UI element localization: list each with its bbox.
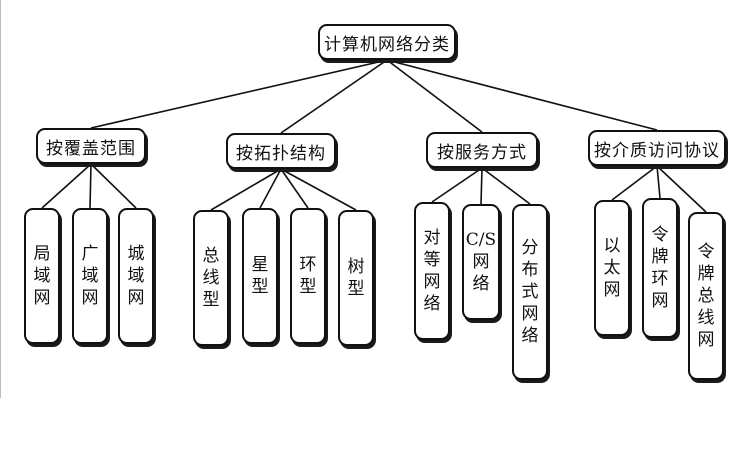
category-node-service: 按服务方式 [426, 132, 538, 168]
left-border-line [0, 0, 1, 398]
root-to-category-line [386, 59, 658, 131]
leaf-label: 树型 [347, 257, 365, 299]
leaf-node-ring: 环型 [290, 208, 326, 344]
leaf-node-lan: 局域网 [24, 208, 60, 344]
leaf-label: 环型 [299, 255, 317, 297]
category-label: 按服务方式 [437, 142, 527, 163]
root-label: 计算机网络分类 [324, 34, 450, 55]
category-to-leaf-line [656, 165, 707, 213]
leaf-label: 星型 [251, 255, 269, 297]
leaf-node-distributed: 分布式网络 [512, 204, 548, 380]
leaf-node-token-ring: 令牌环网 [642, 198, 678, 338]
leaf-node-star: 星型 [242, 208, 278, 344]
leaf-node-token-bus: 令牌总线网 [688, 212, 724, 380]
category-to-leaf-line [481, 167, 531, 205]
leaf-label: 广域网 [81, 244, 99, 308]
leaf-node-wan: 广域网 [72, 208, 108, 344]
category-to-leaf-line [480, 167, 483, 205]
category-to-leaf-line [431, 167, 483, 203]
category-to-leaf-line [210, 168, 282, 211]
category-to-leaf-line [259, 168, 282, 209]
leaf-node-man: 城域网 [118, 208, 154, 344]
root-to-category-line [280, 59, 388, 134]
category-label: 按覆盖范围 [46, 138, 136, 159]
leaf-node-ethernet: 以太网 [594, 200, 630, 336]
category-node-media-access: 按介质访问协议 [588, 130, 726, 166]
leaf-label: 令牌环网 [651, 225, 669, 311]
leaf-label: 以太网 [603, 236, 621, 300]
leaf-label: 总线型 [202, 246, 220, 310]
leaf-label: 城域网 [127, 244, 145, 308]
root-to-category-line [386, 59, 483, 133]
root-node: 计算机网络分类 [318, 24, 456, 60]
category-node-topology: 按拓扑结构 [226, 133, 336, 169]
leaf-node-peer-to-peer: 对等网络 [414, 202, 450, 340]
leaf-label: 局域网 [33, 244, 51, 308]
category-to-leaf-line [611, 165, 658, 201]
category-to-leaf-line [41, 163, 92, 209]
leaf-node-tree: 树型 [338, 210, 374, 346]
leaf-label: 令牌总线网 [697, 242, 715, 350]
category-to-leaf-line [90, 163, 137, 209]
category-label: 按介质访问协议 [594, 140, 720, 161]
category-to-leaf-line [89, 163, 92, 209]
leaf-label: 对等网络 [423, 228, 441, 314]
category-label: 按拓扑结构 [236, 143, 326, 164]
leaf-label: 分布式网络 [521, 238, 539, 346]
category-to-leaf-line [280, 168, 357, 211]
category-to-leaf-line [280, 168, 309, 209]
root-to-category-line [90, 59, 388, 129]
leaf-node-bus: 总线型 [193, 210, 229, 346]
category-node-coverage: 按覆盖范围 [36, 128, 146, 164]
category-to-leaf-line [656, 165, 661, 199]
